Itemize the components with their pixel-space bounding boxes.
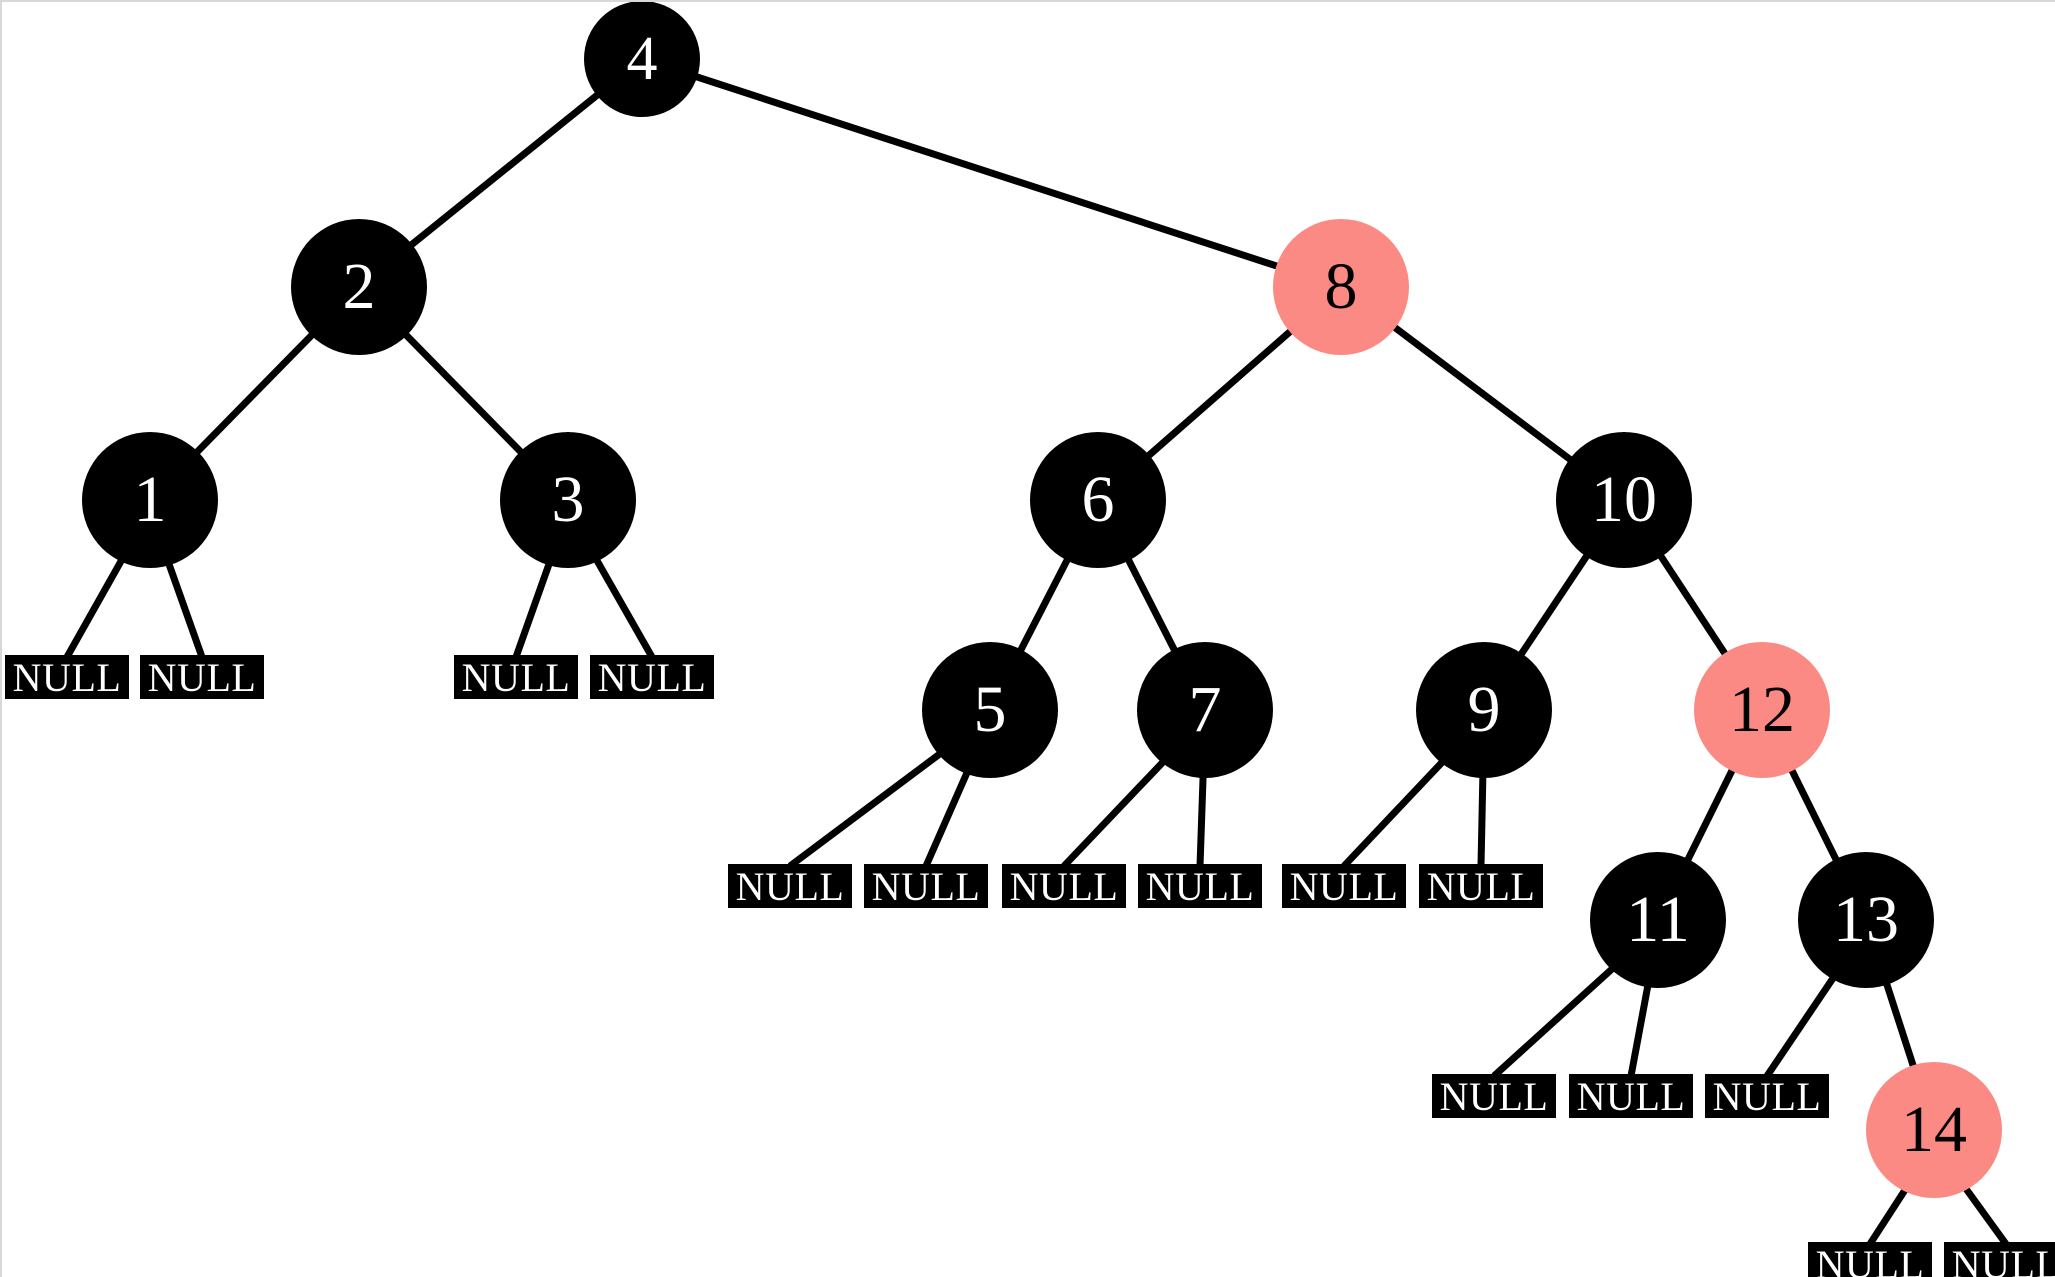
- tree-edge: [63, 556, 126, 659]
- tree-edge: [1683, 765, 1737, 865]
- tree-edge: [1491, 964, 1617, 1079]
- tree-edge: [1516, 551, 1592, 659]
- null-leaf-box: NULL: [1138, 863, 1262, 909]
- tree-edge: [1882, 979, 1918, 1071]
- null-leaf-box: NULL: [1282, 863, 1406, 909]
- null-leaf-label: NULL: [871, 863, 981, 909]
- null-leaf-box: NULL: [1808, 1242, 1932, 1277]
- null-leaf-label: NULL: [1009, 863, 1119, 909]
- null-leaf-label: NULL: [461, 654, 571, 700]
- null-leaf-label: NULL: [1576, 1073, 1686, 1119]
- null-leaf-box: NULL: [1002, 863, 1126, 909]
- null-leaf-label: NULL: [1439, 1073, 1549, 1119]
- null-leaf-label: NULL: [1712, 1073, 1822, 1119]
- null-leaf-box: NULL: [5, 654, 129, 700]
- tree-node-label: 7: [1188, 673, 1222, 746]
- tree-node-label: 1: [133, 463, 167, 536]
- tree-node-label: 10: [1591, 463, 1657, 536]
- tree-node-label: 4: [626, 25, 658, 93]
- tree-node-label: 14: [1901, 1093, 1967, 1166]
- tree-edge: [1016, 555, 1072, 655]
- tree-edge: [1867, 1185, 1910, 1246]
- tree-node-4[interactable]: 4: [584, 2, 700, 117]
- tree-node-label: 5: [973, 673, 1007, 746]
- tree-edge: [1390, 322, 1575, 465]
- tree-node-label: 2: [342, 250, 376, 323]
- null-leaf-box: NULL: [728, 863, 852, 909]
- null-leaf-box: NULL: [864, 863, 988, 909]
- tree-edge: [692, 72, 1282, 271]
- tree-edge: [1341, 757, 1447, 869]
- null-leaf-box: NULL: [454, 654, 578, 700]
- tree-node-label: 13: [1833, 883, 1899, 956]
- tree-node-1[interactable]: 1: [82, 432, 218, 568]
- null-leaf-label: NULL: [1815, 1241, 1925, 1277]
- null-leaf-label: NULL: [1426, 863, 1536, 909]
- tree-node-label: 11: [1626, 883, 1690, 956]
- tree-edge: [922, 768, 972, 868]
- tree-node-label: 6: [1081, 463, 1115, 536]
- tree-edge: [192, 330, 317, 457]
- tree-edge: [1196, 773, 1207, 867]
- tree-node-7[interactable]: 7: [1137, 642, 1273, 778]
- tree-node-10[interactable]: 10: [1556, 432, 1692, 568]
- tree-edge: [1123, 555, 1180, 655]
- tree-edge: [1787, 765, 1841, 865]
- null-leaf-box: NULL: [1705, 1073, 1829, 1119]
- tree-node-13[interactable]: 13: [1798, 852, 1934, 988]
- tree-edge: [406, 90, 603, 250]
- null-leaf-label: NULL: [1145, 863, 1255, 909]
- tree-edge: [164, 560, 206, 659]
- tree-edge: [512, 560, 554, 659]
- tree-edge: [401, 330, 526, 457]
- null-leaf-box: NULL: [1432, 1073, 1556, 1119]
- tree-edge: [1143, 326, 1296, 461]
- tree-edge: [1961, 1184, 2009, 1247]
- tree-node-11[interactable]: 11: [1590, 852, 1726, 988]
- null-leaf-label: NULL: [1951, 1241, 2055, 1277]
- null-leaf-box: NULL: [1419, 863, 1543, 909]
- null-leaf-label: NULL: [147, 654, 257, 700]
- tree-node-label: 9: [1467, 673, 1501, 746]
- null-leaf-box: NULL: [1569, 1073, 1693, 1119]
- tree-node-14[interactable]: 14: [1866, 1062, 2002, 1198]
- tree-edge: [1764, 973, 1838, 1078]
- tree-node-3[interactable]: 3: [500, 432, 636, 568]
- tree-node-5[interactable]: 5: [922, 642, 1058, 778]
- tree-edge: [1477, 773, 1487, 867]
- tree-node-label: 8: [1324, 250, 1358, 323]
- tree-node-8[interactable]: 8: [1273, 219, 1409, 355]
- null-leaf-label: NULL: [735, 863, 845, 909]
- tree-node-9[interactable]: 9: [1416, 642, 1552, 778]
- null-leaf-label: NULL: [597, 654, 707, 700]
- tree-edge: [1656, 551, 1730, 659]
- tree-edge: [592, 556, 656, 659]
- null-leaf-box: NULL: [1944, 1242, 2055, 1277]
- tree-node-label: 12: [1729, 673, 1795, 746]
- null-leaf-label: NULL: [12, 654, 122, 700]
- null-leaf-label: NULL: [1289, 863, 1399, 909]
- tree-node-2[interactable]: 2: [291, 219, 427, 355]
- null-leaf-box: NULL: [140, 654, 264, 700]
- null-leaf-box: NULL: [590, 654, 714, 700]
- tree-node-6[interactable]: 6: [1030, 432, 1166, 568]
- tree-edge: [787, 749, 945, 869]
- tree-node-label: 3: [551, 463, 585, 536]
- tree-node-12[interactable]: 12: [1694, 642, 1830, 778]
- tree-edge: [1061, 757, 1168, 869]
- tree-edge: [1627, 982, 1652, 1077]
